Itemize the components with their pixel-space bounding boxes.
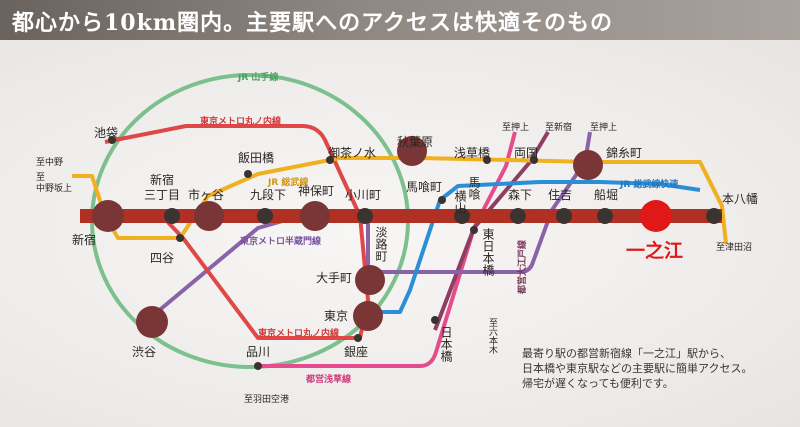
station-dot-motoyawata (706, 208, 722, 224)
title-banner: 都心から10km圏内。主要駅へのアクセスは快適そのもの (0, 0, 800, 40)
station-bakurocho: 馬喰町 (406, 179, 442, 194)
station-ogawamachi: 小川町 (345, 188, 381, 202)
station-dot-ochanomizu (326, 156, 334, 164)
station-dot-funabori (597, 208, 613, 224)
station-kudanshita: 九段下 (250, 187, 286, 202)
station-dot-shinjuku (92, 200, 124, 232)
station-dot-tokyo (353, 301, 383, 331)
access-note-line-1: 最寄り駅の都営新宿線「一之江」駅から、 (522, 347, 731, 360)
station-dot-akihabara (397, 136, 427, 166)
station-yotsuya: 四谷 (150, 251, 174, 265)
station-dot-bakurocho (438, 196, 446, 204)
direction-shinjuku: 至新宿 (545, 121, 572, 133)
page-title: 都心から10km圏内。主要駅へのアクセスは快適そのもの (12, 10, 614, 36)
station-dot-kinshicho (573, 150, 603, 180)
station-sumiyoshi: 住吉 (548, 188, 572, 202)
direction-roppongi: 至六本木 (487, 318, 498, 355)
station-dot-shinagawa (254, 362, 262, 370)
station-dot-ikebukuro (108, 136, 116, 144)
access-note-line-2: 日本橋や東京駅などの主要駅に簡単アクセス。 (522, 362, 753, 375)
station-akihabara: 秋葉原 (397, 135, 433, 149)
direction-nakano-1: 至中野 (36, 156, 63, 168)
oedo-line (433, 130, 550, 331)
station-dot-ichigaya (194, 201, 224, 231)
label-jr-sobu-rapid: JR 総武線快速 (619, 178, 678, 190)
label-toei-asakusa: 都営浅草線 (305, 373, 351, 385)
station-dot-otemachi (355, 265, 385, 295)
station-awajicho: 淡路町 (374, 226, 388, 262)
station-otemachi: 大手町 (316, 271, 352, 285)
station-shinjuku: 新宿 (72, 232, 96, 247)
direction-nakano-3: 中野坂上 (36, 182, 72, 194)
direction-oshiage-1: 至押上 (502, 121, 529, 133)
station-asakusabashi: 浅草橋 (454, 146, 490, 160)
station-dot-higashi-nihombashi (470, 226, 478, 234)
station-dot-jimbocho (300, 201, 330, 231)
station-iidabashi: 飯田橋 (238, 150, 274, 165)
station-dot-shibuya (136, 306, 168, 338)
label-toei-oedo: 都営大江戸線 (516, 240, 528, 295)
station-morishita: 森下 (508, 187, 532, 202)
station-shinagawa: 品川 (246, 345, 270, 359)
station-motoyawata: 本八幡 (722, 191, 758, 206)
station-dot-bakuro-yokoyama (454, 208, 470, 224)
access-note: 最寄り駅の都営新宿線「一之江」駅から、 日本橋や東京駅などの主要駅に簡単アクセス… (522, 346, 792, 391)
station-ryogoku: 両国 (514, 146, 538, 160)
label-jr-sobu: JR 総武線 (267, 176, 308, 188)
station-dot-ginza (354, 334, 362, 342)
station-dot-ogawamachi (357, 208, 373, 224)
station-dot-ryogoku (530, 156, 538, 164)
station-ichinoe: 一之江 (626, 239, 683, 262)
label-jr-yamanote: JR 山手線 (237, 71, 278, 83)
station-tokyo: 東京 (324, 309, 348, 323)
direction-tsudanuma: 至津田沼 (716, 242, 752, 253)
station-kinshicho: 錦糸町 (606, 145, 642, 160)
label-marunouchi-lower: 東京メトロ丸ノ内線 (258, 327, 339, 339)
station-dot-yotsuya (176, 234, 184, 242)
station-higashi-nihombashi: 東日本橋 (481, 228, 495, 277)
station-shinjuku-sanchome-2: 三丁目 (144, 188, 180, 202)
station-ichigaya: 市ヶ谷 (188, 187, 224, 202)
station-bakuro-yokoyama-1: 馬喰 (467, 176, 481, 201)
station-shinjuku-sanchome-1: 新宿 (150, 172, 174, 187)
station-funabori: 船堀 (594, 187, 618, 202)
route-map: JR 山手線 東京メトロ丸ノ内線 JR 総武線 東京メトロ半蔵門線 東京メトロ丸… (0, 40, 800, 427)
station-dot-morishita (510, 208, 526, 224)
station-bakuro-yokoyama-2: 横山 (453, 190, 467, 214)
station-dot-iidabashi (244, 170, 252, 178)
direction-nakano-2: 至 (36, 172, 45, 183)
route-map-svg: JR 山手線 東京メトロ丸ノ内線 JR 総武線 東京メトロ半蔵門線 東京メトロ丸… (36, 71, 758, 405)
station-dot-asakusabashi (483, 156, 491, 164)
label-marunouchi-upper: 東京メトロ丸ノ内線 (200, 115, 281, 127)
station-dot-kudanshita (257, 208, 273, 224)
station-dot-shinjuku-sanchome (164, 208, 180, 224)
station-dot-sumiyoshi (556, 208, 572, 224)
station-dot-ichinoe (640, 200, 672, 232)
station-shibuya: 渋谷 (132, 345, 156, 359)
direction-oshiage-2: 至押上 (590, 121, 617, 133)
direction-haneda: 至羽田空港 (244, 393, 289, 405)
sobu-rapid-line (368, 180, 701, 314)
station-ginza: 銀座 (344, 344, 368, 359)
station-ikebukuro: 池袋 (94, 126, 118, 140)
station-nihombashi: 日本橋 (439, 326, 453, 363)
station-dot-nihombashi (431, 316, 439, 324)
label-hanzomon: 東京メトロ半蔵門線 (240, 235, 321, 247)
asakusa-line (258, 131, 517, 368)
station-ochanomizu: 御茶ノ水 (328, 145, 376, 160)
station-jimbocho: 神保町 (298, 184, 334, 198)
access-note-line-3: 帰宅が遅くなっても便利です。 (522, 377, 674, 390)
